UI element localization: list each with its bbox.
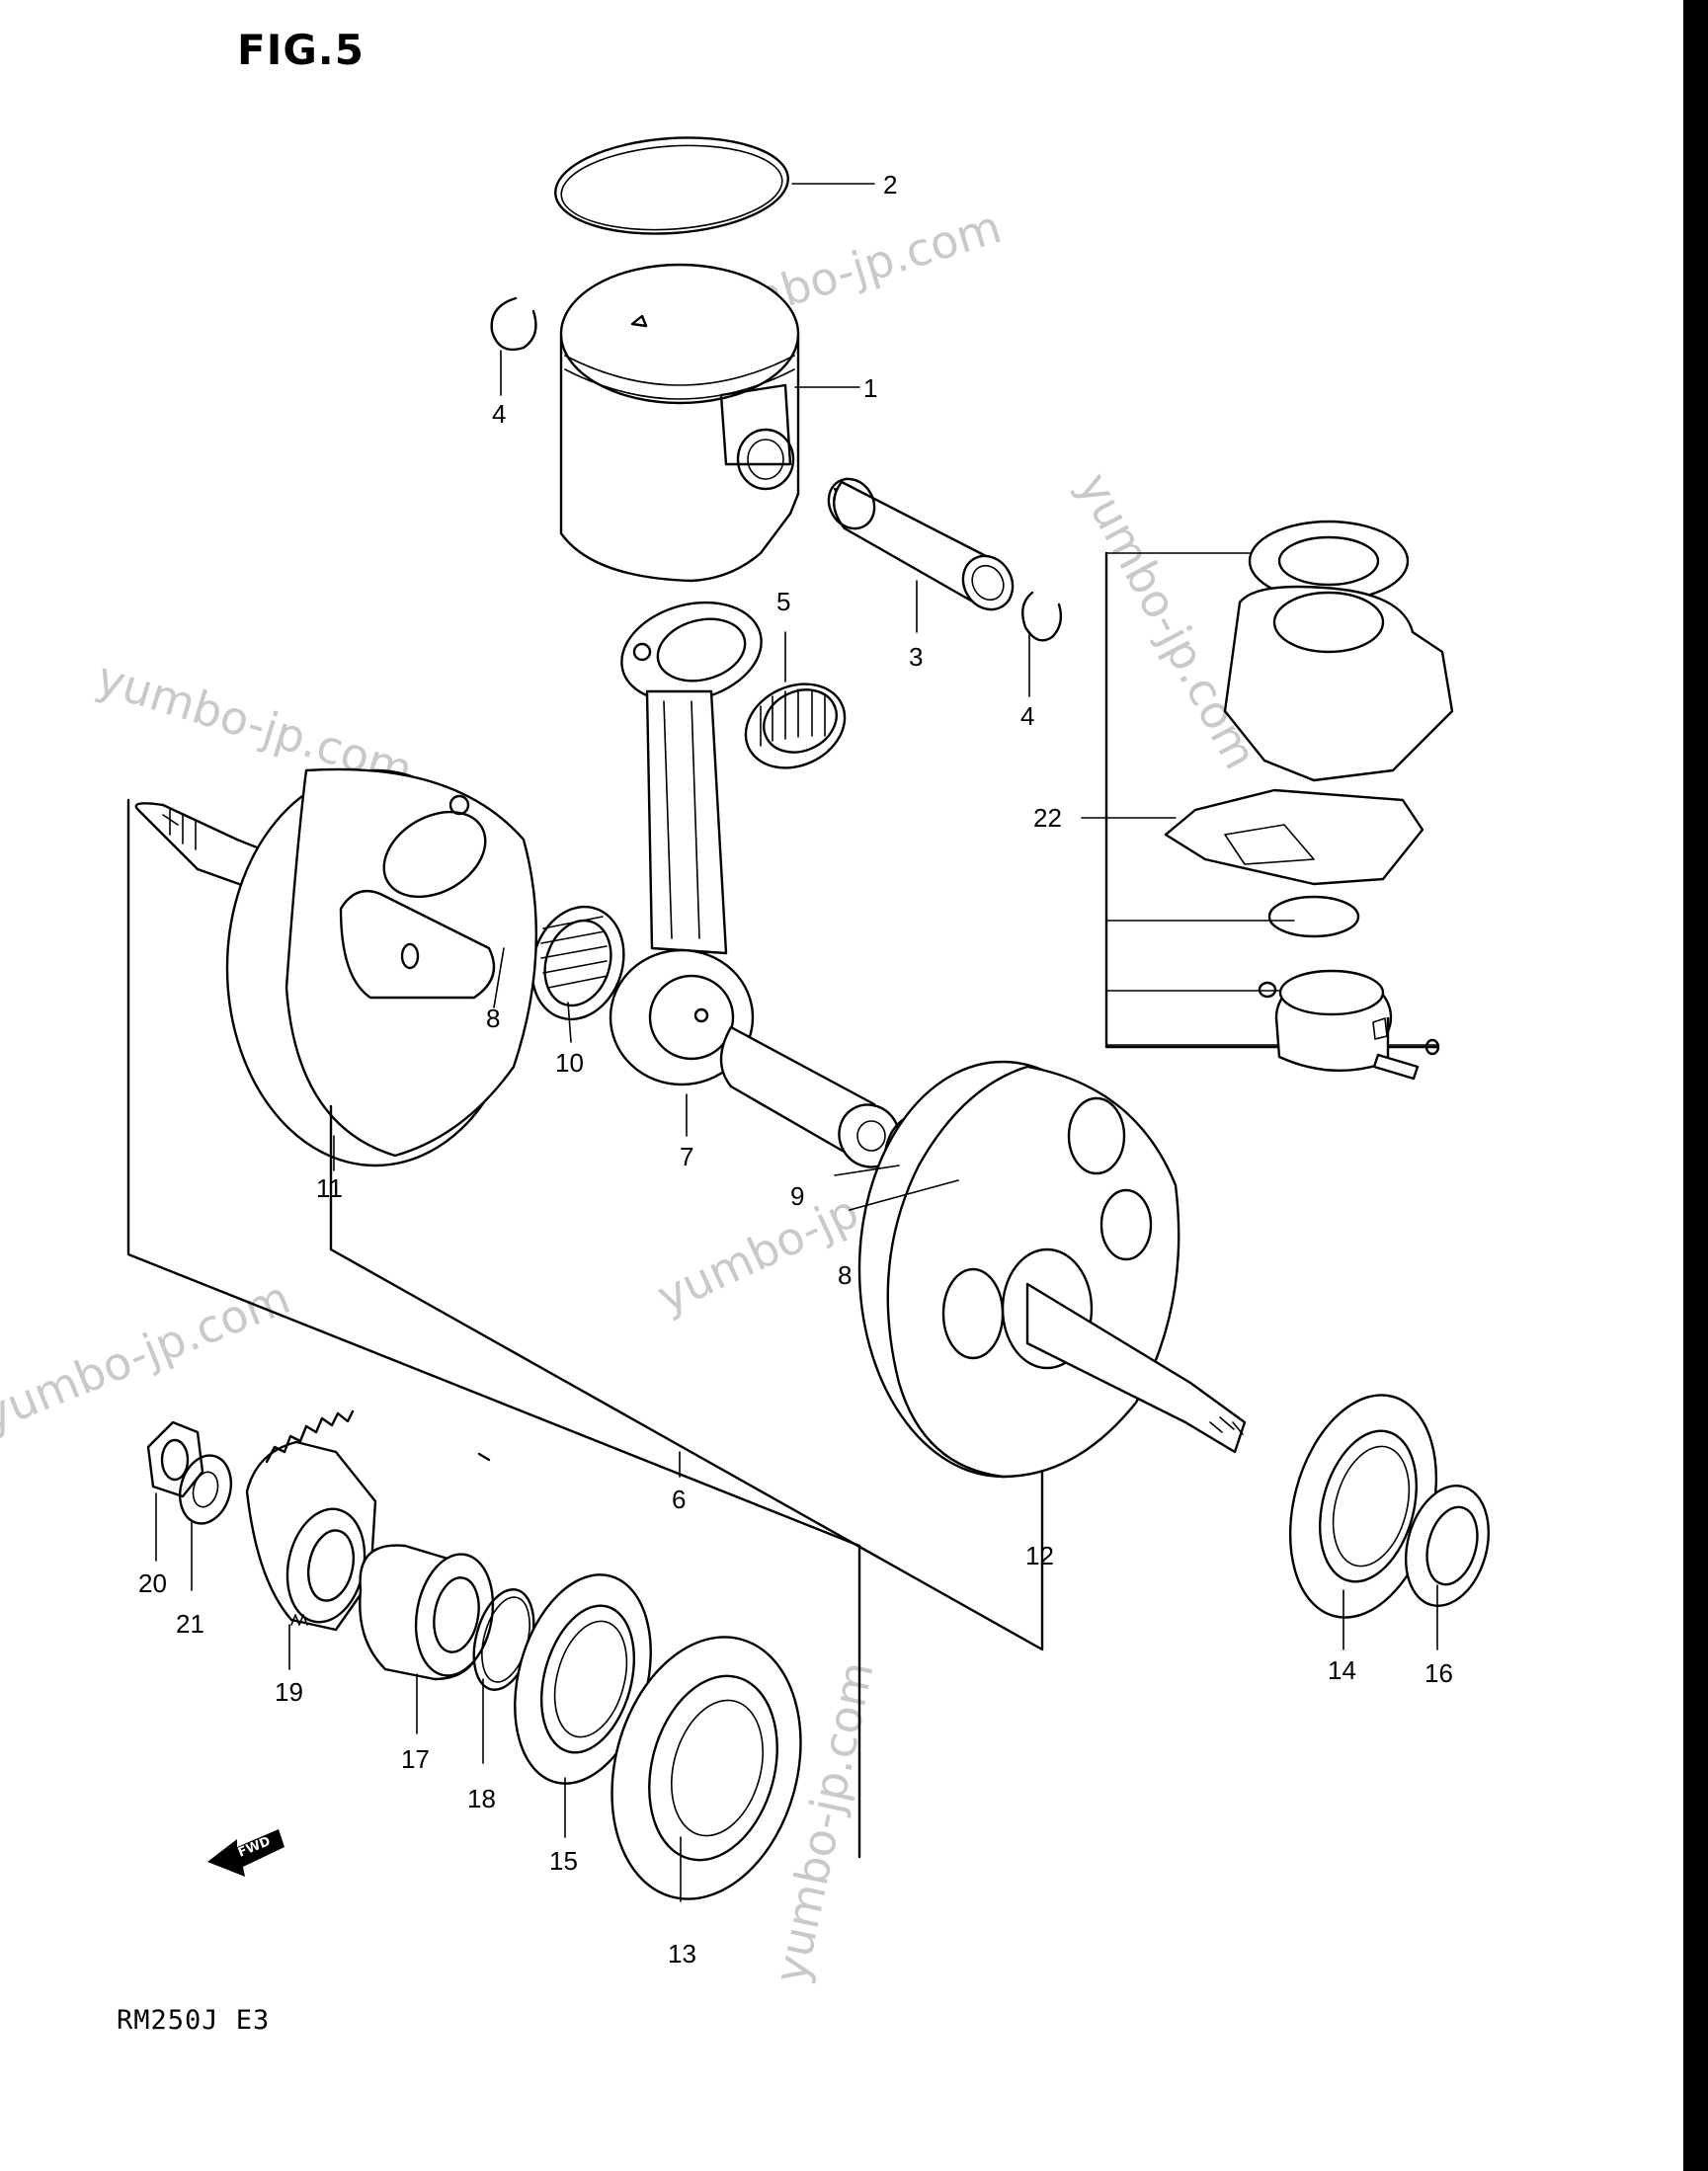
callout-4: 4 — [492, 399, 506, 429]
callout-1: 1 — [863, 373, 877, 403]
callout-18: 18 — [467, 1784, 496, 1813]
crank-half-right[interactable] — [857, 1060, 1247, 1479]
oil-seal — [1404, 1485, 1491, 1607]
left-crank-bearing-outer — [610, 1636, 802, 1900]
callout-21: 21 — [176, 1609, 204, 1639]
callout-11: 11 — [316, 1173, 343, 1203]
primary-drive-gear[interactable] — [245, 1409, 377, 1632]
washer — [179, 1454, 232, 1525]
figure-title: FIG.5 — [237, 26, 365, 74]
callout-4: 4 — [1020, 701, 1034, 731]
piston-pin-circlip — [1021, 591, 1063, 642]
callout-17: 17 — [401, 1744, 430, 1774]
break-mark — [477, 1452, 491, 1462]
spacer — [359, 1544, 495, 1681]
leader-lines — [155, 183, 1438, 1902]
callout-13: 13 — [668, 1939, 696, 1969]
piston-pin-circlip — [490, 296, 537, 352]
gasket-set[interactable] — [1104, 520, 1454, 1081]
callout-19: 19 — [275, 1677, 303, 1707]
big-end-bearing — [530, 905, 625, 1021]
callout-3: 3 — [909, 642, 923, 672]
callout-20: 20 — [138, 1568, 167, 1598]
callout-2: 2 — [883, 170, 897, 200]
callout-10: 10 — [555, 1048, 584, 1078]
nut — [146, 1420, 204, 1498]
callout-12: 12 — [1025, 1541, 1054, 1570]
callout-8: 8 — [838, 1260, 852, 1290]
callout-8: 8 — [486, 1004, 500, 1033]
callout-6: 6 — [672, 1485, 686, 1514]
callout-14: 14 — [1328, 1655, 1356, 1685]
callout-labels: 2 1 4 3 4 5 7 8 8 9 10 11 6 12 13 14 16 … — [138, 170, 1453, 1969]
small-end-bearing — [744, 683, 847, 769]
callout-16: 16 — [1424, 1658, 1453, 1688]
callout-7: 7 — [680, 1142, 693, 1171]
callout-22: 22 — [1033, 803, 1062, 833]
callout-9: 9 — [790, 1181, 804, 1211]
page-edge-border — [1683, 0, 1708, 2171]
piston[interactable] — [559, 263, 800, 583]
piston-ring — [554, 136, 789, 235]
piston-pin — [827, 477, 1015, 611]
model-code: RM250J E3 — [117, 2005, 271, 2036]
watermark: yumbo-jp.com — [0, 1270, 297, 1442]
callout-15: 15 — [549, 1846, 578, 1876]
forward-direction-arrow: FWD — [207, 1829, 285, 1877]
left-crank-bearing — [514, 1573, 652, 1785]
crank-half-left[interactable] — [134, 767, 538, 1167]
callout-5: 5 — [776, 587, 790, 616]
connecting-rod[interactable] — [609, 588, 773, 1086]
crankshaft-assembly-bracket — [126, 798, 1044, 1859]
